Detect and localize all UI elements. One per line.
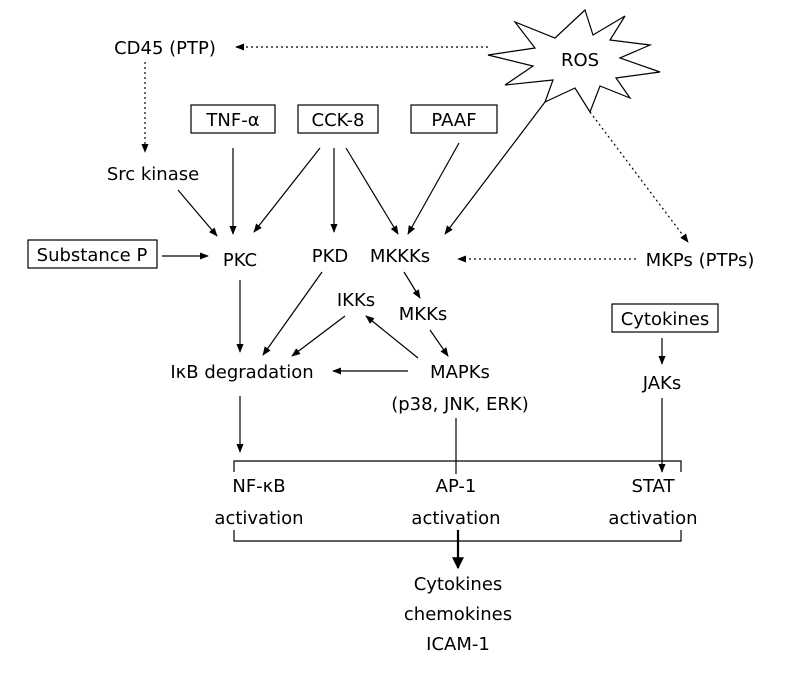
arrow-mkkks-to-mkks — [403, 271, 421, 299]
paaf-box: PAAF — [410, 104, 498, 134]
output-chemokines-label: chemokines — [404, 604, 512, 625]
ros-label: ROS — [561, 50, 599, 71]
stat-label: STAT — [632, 476, 676, 497]
tnf-alpha-box: TNF-α — [190, 104, 276, 134]
arrow-cck8-to-mkkks — [345, 147, 399, 235]
arrow-mapks-to-ikks — [365, 315, 419, 359]
pkc-label: PKC — [223, 250, 257, 271]
output-cytokines-label: Cytokines — [414, 574, 503, 595]
substance-p-box-frame — [27, 239, 158, 269]
mkks-label: MKKs — [399, 304, 448, 325]
ap1-activation-label: activation — [411, 508, 500, 529]
nfkb-label: NF-κB — [232, 476, 285, 497]
arrow-ikks-to-ikb — [291, 315, 346, 357]
arrow-ros-to-mkkks — [444, 101, 546, 235]
arrow-paaf-to-mkkks — [407, 142, 460, 235]
ikks-label: IKKs — [337, 290, 375, 311]
arrow-cck8-to-pkc — [253, 147, 321, 233]
cck8-label: CCK-8 — [312, 110, 365, 131]
arrow-mkks-to-mapks — [429, 329, 449, 357]
substance-p-label: Substance P — [37, 245, 148, 266]
src-kinase-label: Src kinase — [107, 164, 199, 185]
ap1-label: AP-1 — [436, 476, 477, 497]
mapks-label: MAPKs — [430, 362, 490, 383]
paaf-label: PAAF — [431, 110, 476, 131]
pkd-label: PKD — [312, 246, 349, 267]
arrow-src-to-pkc — [177, 189, 218, 237]
cytokines-box-frame — [611, 303, 719, 333]
output-icam1-label: ICAM-1 — [426, 634, 490, 655]
arrow-pkd-to-ikb — [262, 271, 323, 356]
paaf-box-frame — [410, 104, 498, 134]
cck8-box: CCK-8 — [297, 104, 379, 134]
mkkks-label: MKKKs — [370, 246, 430, 267]
cytokines-box: Cytokines — [611, 303, 719, 333]
jaks-label: JAKs — [642, 373, 682, 394]
substance-p-box: Substance P — [27, 239, 158, 269]
stat-activation-label: activation — [608, 508, 697, 529]
cck8-box-frame — [297, 104, 379, 134]
nfkb-activation-label: activation — [214, 508, 303, 529]
top-bracket — [233, 460, 682, 472]
mkps-label: MKPs (PTPs) — [646, 250, 755, 271]
cytokines-box-label: Cytokines — [621, 309, 710, 330]
mapks-detail-label: (p38, JNK, ERK) — [391, 394, 529, 415]
ikb-degradation-label: IκB degradation — [170, 362, 313, 383]
ros-node: ROS — [487, 8, 661, 114]
cd45-label: CD45 (PTP) — [114, 38, 216, 59]
tnf-alpha-box-frame — [190, 104, 276, 134]
tnf-alpha-label: TNF-α — [205, 110, 259, 131]
arrow-ros-to-mkps — [589, 111, 689, 243]
